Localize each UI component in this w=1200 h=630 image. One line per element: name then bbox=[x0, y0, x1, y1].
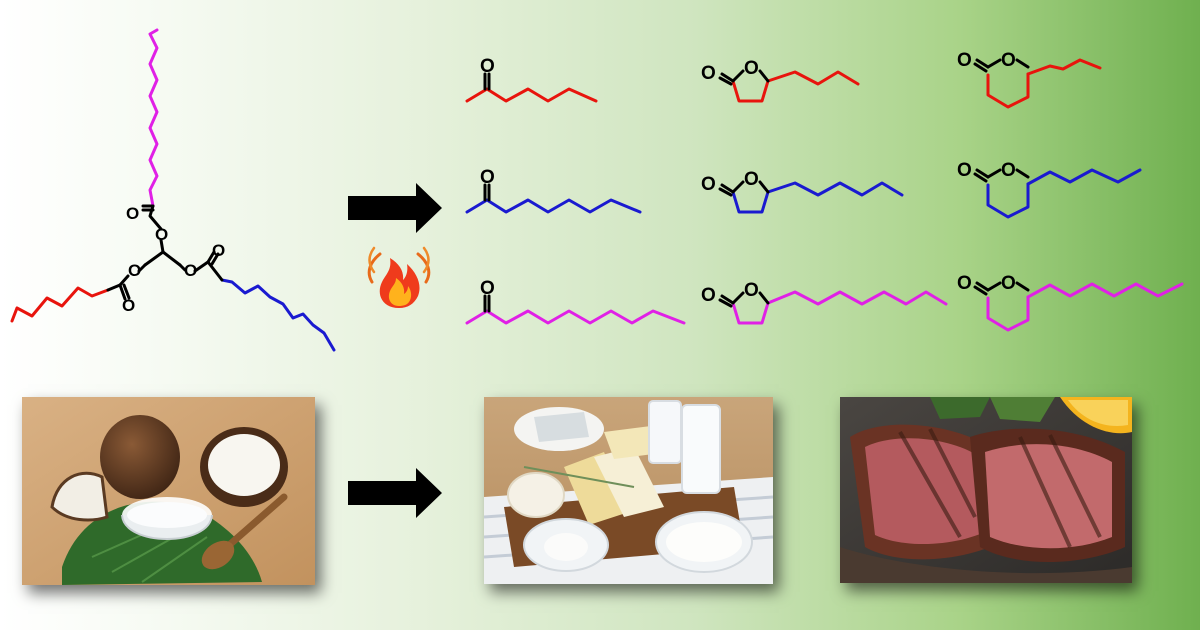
product-methyl-ketone-long bbox=[465, 294, 686, 325]
oxygen-atom: O bbox=[744, 280, 759, 301]
product-gamma-lactone-short bbox=[718, 69, 860, 103]
oxygen-atom: O bbox=[1001, 50, 1016, 71]
ester-bond bbox=[206, 260, 224, 282]
steak-photo bbox=[840, 397, 1132, 583]
oxygen-atom: O bbox=[701, 63, 716, 84]
oxygen-atom: O bbox=[122, 296, 135, 315]
oxygen-atom: O bbox=[126, 204, 139, 223]
oxygen-atom: O bbox=[480, 167, 495, 188]
oxygen-atom: O bbox=[128, 261, 141, 280]
oxygen-atom: O bbox=[957, 160, 972, 181]
medium-chain-acyl bbox=[220, 278, 336, 352]
product-gamma-lactone-long bbox=[718, 290, 948, 325]
product-delta-lactone-medium bbox=[973, 168, 1142, 219]
oxygen-atom: O bbox=[480, 278, 495, 299]
oxygen-atom: O bbox=[155, 225, 168, 244]
product-methyl-ketone-short bbox=[465, 72, 598, 103]
oxygen-atom: O bbox=[212, 241, 225, 260]
coconut-oil-photo bbox=[22, 397, 315, 585]
product-delta-lactone-short bbox=[973, 58, 1102, 109]
long-chain-acyl bbox=[148, 28, 159, 208]
fire-icon bbox=[367, 246, 431, 308]
oxygen-atom: O bbox=[744, 169, 759, 190]
oxygen-atom: O bbox=[184, 261, 197, 280]
carbonyl-bond bbox=[210, 252, 220, 266]
product-methyl-ketone-medium bbox=[465, 183, 642, 214]
carbonyl-bond bbox=[206, 250, 216, 264]
ester-bond bbox=[143, 250, 165, 267]
oxygen-atom: O bbox=[957, 273, 972, 294]
ester-bond bbox=[106, 283, 122, 292]
product-gamma-lactone-medium bbox=[718, 180, 904, 214]
oxygen-atom: O bbox=[744, 58, 759, 79]
ester-bond bbox=[178, 263, 187, 272]
product-delta-lactone-long bbox=[973, 281, 1184, 332]
dairy-photo bbox=[484, 397, 773, 584]
short-chain-acyl bbox=[10, 286, 110, 323]
oxygen-atom: O bbox=[1001, 160, 1016, 181]
oxygen-atom: O bbox=[701, 285, 716, 306]
right-arrow-icon bbox=[348, 183, 442, 233]
oxygen-atom: O bbox=[480, 56, 495, 77]
right-arrow-icon bbox=[348, 468, 442, 518]
ester-bond bbox=[118, 274, 130, 287]
carbonyl-bond bbox=[118, 283, 127, 301]
carbonyl-bond bbox=[122, 283, 131, 300]
ester-bond bbox=[137, 263, 147, 273]
oxygen-atom: O bbox=[701, 174, 716, 195]
oxygen-atom: O bbox=[1001, 273, 1016, 294]
oxygen-atom: O bbox=[957, 50, 972, 71]
ester-bond bbox=[193, 260, 210, 273]
ester-bond bbox=[161, 250, 182, 267]
triglyceride-atoms: O O O O O O bbox=[122, 204, 225, 315]
triglyceride-structure bbox=[10, 28, 336, 352]
ester-bond bbox=[159, 238, 165, 254]
